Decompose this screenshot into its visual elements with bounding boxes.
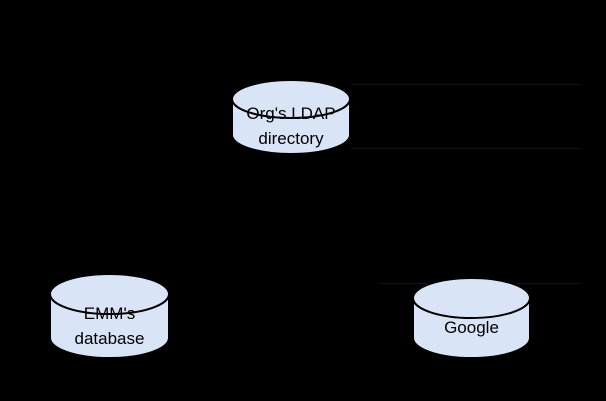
node-label-line: directory (258, 129, 324, 148)
node-label-line: EMM's (83, 303, 136, 323)
database-cylinder-icon (231, 79, 351, 155)
database-cylinder-emm: EMM's database (49, 273, 170, 359)
node-label: Org's LDAP directory (231, 99, 351, 153)
faint-connector-line (351, 84, 580, 85)
database-cylinder-google: Google (412, 277, 531, 359)
database-cylinder-icon (49, 273, 170, 359)
node-label: EMM's database (49, 294, 170, 357)
database-cylinder-org-ldap: Org's LDAP directory (231, 79, 351, 155)
node-label-line: database (74, 328, 145, 348)
node-label-line: Org's LDAP (246, 104, 336, 123)
database-cylinder-icon (412, 277, 531, 359)
node-label: Google (412, 298, 531, 357)
faint-connector-line (351, 148, 580, 149)
node-label-line: Google (444, 318, 499, 337)
